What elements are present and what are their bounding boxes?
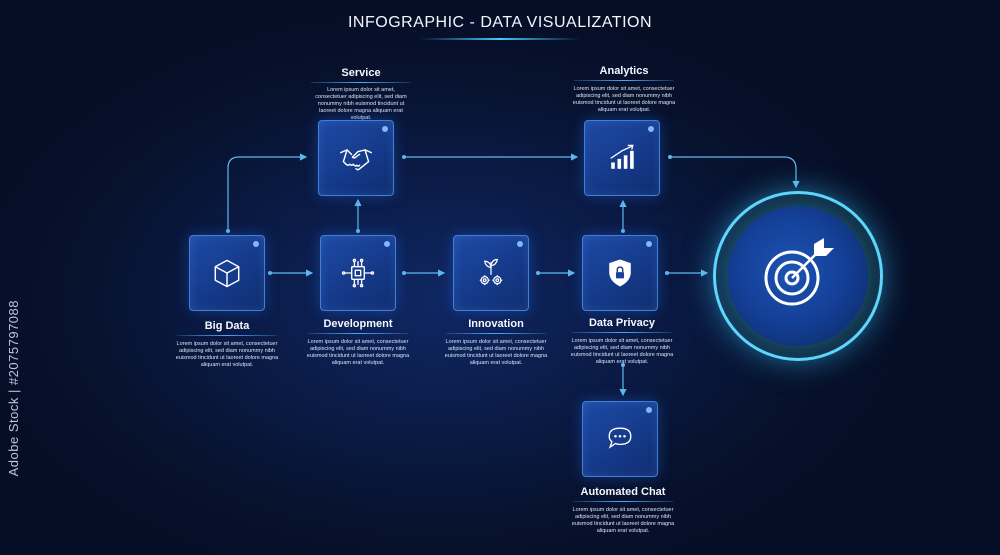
analytics-description: Lorem ipsum dolor sit amet, consectetuer… bbox=[572, 86, 676, 113]
innovation-description: Lorem ipsum dolor sit amet, consectetuer… bbox=[444, 339, 548, 366]
shield-lock-icon bbox=[609, 259, 631, 287]
automated-chat-box bbox=[582, 401, 658, 477]
automated-chat-label: Automated Chat bbox=[580, 486, 666, 498]
chip-icon bbox=[341, 258, 375, 288]
big-data-description: Lorem ipsum dolor sit amet, consectetuer… bbox=[175, 341, 279, 368]
service-box bbox=[318, 120, 394, 196]
innovation-label: Innovation bbox=[468, 318, 524, 330]
service-description: Lorem ipsum dolor sit amet, consectetuer… bbox=[315, 87, 407, 121]
innovation-box bbox=[453, 235, 529, 311]
analytics-label: Analytics bbox=[599, 65, 649, 77]
innovation-rule bbox=[446, 333, 546, 334]
big-data-label: Big Data bbox=[204, 320, 250, 332]
target-icon bbox=[764, 238, 834, 306]
data-privacy-box bbox=[582, 235, 658, 311]
big-data-rule bbox=[177, 335, 277, 336]
service-rule bbox=[311, 82, 411, 83]
data-privacy-description: Lorem ipsum dolor sit amet, consectetuer… bbox=[570, 338, 674, 365]
automated-chat-rule bbox=[573, 501, 673, 502]
development-description: Lorem ipsum dolor sit amet, consectetuer… bbox=[306, 339, 410, 366]
automated-chat-description: Lorem ipsum dolor sit amet, consectetuer… bbox=[571, 507, 675, 534]
analytics-box bbox=[584, 120, 660, 196]
connector-bigdata-service bbox=[227, 153, 308, 231]
connector-analytics-target bbox=[670, 156, 800, 189]
gears-plant-icon bbox=[479, 258, 503, 286]
data-privacy-label: Data Privacy bbox=[588, 317, 656, 329]
big-data-box bbox=[189, 235, 265, 311]
data-privacy-rule bbox=[572, 332, 672, 333]
target-outer-ring bbox=[713, 191, 883, 361]
chat-bubble-icon bbox=[608, 427, 632, 449]
cube-icon bbox=[214, 259, 240, 288]
bar-chart-icon bbox=[610, 144, 634, 169]
service-label: Service bbox=[341, 67, 381, 79]
page-title: INFOGRAPHIC - DATA VISUALIZATION bbox=[347, 14, 653, 31]
development-box bbox=[320, 235, 396, 311]
title-underline bbox=[420, 38, 580, 40]
handshake-icon bbox=[339, 149, 373, 171]
analytics-rule bbox=[574, 80, 674, 81]
development-label: Development bbox=[323, 318, 393, 330]
development-rule bbox=[308, 333, 408, 334]
